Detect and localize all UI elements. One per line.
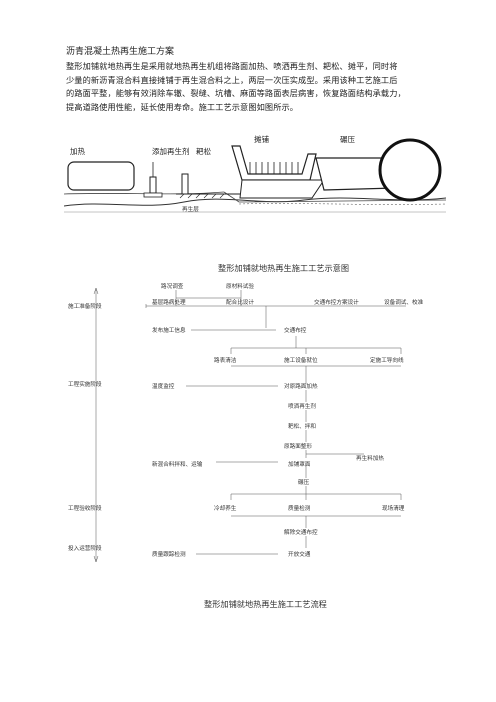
node-notice: 发布施工信息 <box>152 326 186 334</box>
paragraph-line: 的路面平整，能够有效消除车辙、裂缝、坑槽、麻面等路面表层病害，恢复路面结构承载力… <box>66 88 406 99</box>
label-heat: 加热 <box>70 146 85 156</box>
rake <box>181 173 189 195</box>
node-overlay: 加铺罩面 <box>288 460 311 468</box>
node-rake: 耙松、拌和 <box>288 422 316 430</box>
label-agent: 添加再生剂 <box>152 146 190 156</box>
node-clean: 路表清洁 <box>214 356 237 364</box>
label-roll: 碾压 <box>340 135 355 144</box>
paragraph-line: 少量的新沥青混合料直接摊铺于再生混合料之上，两层一次压实成型。采用该种工艺施工后 <box>66 74 398 85</box>
paragraph-line: 提高道路使用性能，延长使用寿命。施工工艺示意图如图所示。 <box>66 101 299 112</box>
node-agent-add: 再生料加热 <box>356 454 384 462</box>
process-schematic: 加热 添加再生剂 耙松 再生层 摊铺 碾压 <box>64 134 446 213</box>
node-position: 施工设备就位 <box>284 356 318 364</box>
node-cleanup: 现场清理 <box>382 504 405 512</box>
node-heat: 对原路面加热 <box>284 382 318 390</box>
node-open: 开放交通 <box>288 550 311 558</box>
node-new-mix: 新混合料拌和、运输 <box>152 460 203 468</box>
node-material-test: 原材料试验 <box>226 282 254 290</box>
node-equip: 设备调试、校准 <box>384 298 424 306</box>
sprayer <box>149 176 157 194</box>
document-title: 沥青混凝土热再生施工方案 <box>66 47 175 57</box>
node-mix-design: 配合比设计 <box>226 298 254 306</box>
node-cool: 冷却养生 <box>214 504 237 512</box>
node-traffic-plan: 交通布控方案设计 <box>314 298 359 306</box>
node-shape: 原路面整形 <box>284 442 312 450</box>
node-guide: 定施工导向线 <box>370 356 404 364</box>
paragraph-line: 整形加铺就地热再生是采用就地热再生机组将路面加热、喷洒再生剂、耙松、摊平，同时将 <box>66 61 398 71</box>
node-compact: 碾压 <box>298 479 310 486</box>
label-layer: 再生层 <box>182 205 199 213</box>
label-pave: 摊铺 <box>254 134 269 144</box>
label-rake: 耙松 <box>196 146 211 156</box>
node-traffic-ctrl: 交通布控 <box>284 326 307 334</box>
phase-operation: 投入运营阶段 <box>68 544 102 552</box>
phase-implement: 工程实施阶段 <box>68 380 102 388</box>
roller-drum <box>378 138 442 202</box>
process-flowchart: 施工准备阶段 工程实施阶段 工程验收阶段 投入运营阶段 路况调查 原材料试验 基… <box>68 282 424 563</box>
node-survey: 路况调查 <box>161 282 184 290</box>
intro-paragraph: 整形加铺就地热再生是采用就地热再生机组将路面加热、喷洒再生剂、耙松、摊平，同时将… <box>66 60 446 114</box>
node-base-treat: 基层路病处理 <box>152 298 186 306</box>
node-track: 质量跟踪检测 <box>152 550 186 558</box>
node-spray: 喷洒再生剂 <box>288 402 316 410</box>
node-quality: 质量检测 <box>288 504 311 512</box>
caption-schematic: 整形加铺就地热再生施工工艺示意图 <box>218 263 350 273</box>
phase-acceptance: 工程验收阶段 <box>68 504 102 512</box>
heater-box <box>67 161 135 191</box>
phase-prep: 施工准备阶段 <box>68 302 102 310</box>
node-lift: 解除交通布控 <box>284 528 318 536</box>
caption-flowchart: 整形加铺就地热再生施工工艺流程 <box>204 599 327 609</box>
node-temp: 温度监控 <box>152 382 175 390</box>
